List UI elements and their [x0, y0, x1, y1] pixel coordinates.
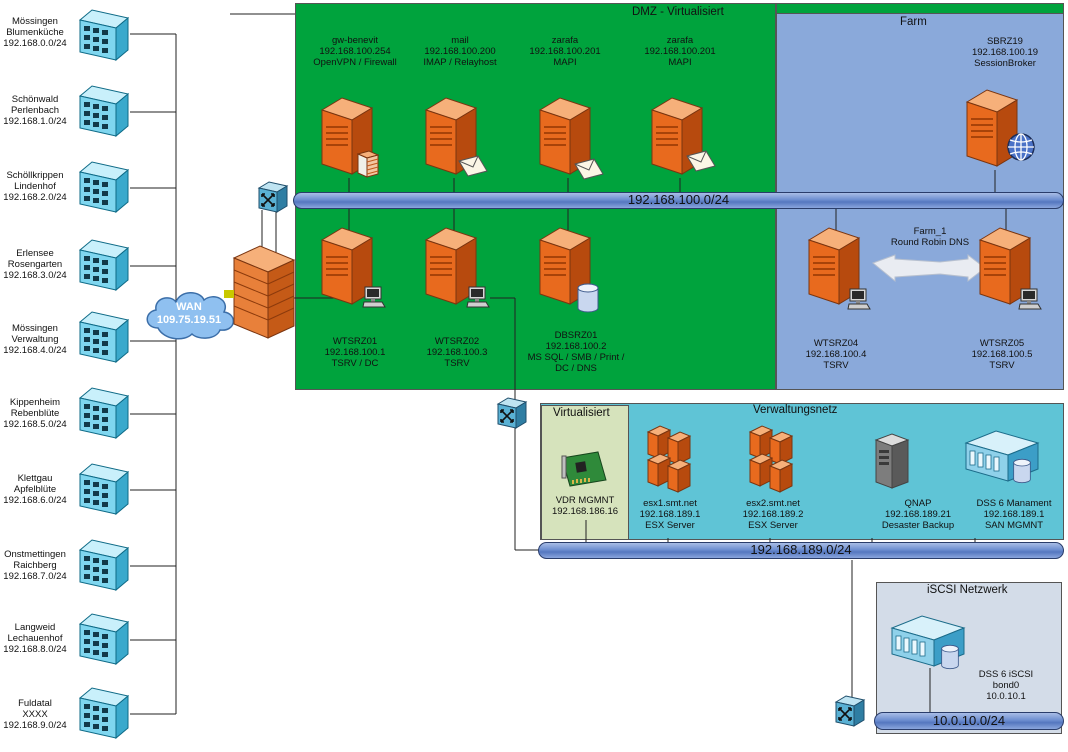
iscsi-backbone: 10.0.10.0/24	[874, 712, 1064, 730]
farm-title: Farm	[900, 16, 927, 28]
firewall-icon	[232, 245, 296, 339]
envelope-icon	[574, 158, 604, 180]
esx-server-icon	[646, 424, 692, 494]
switch-icon	[494, 394, 530, 430]
building-icon	[76, 236, 132, 292]
globe-icon	[1006, 132, 1036, 162]
network-card-icon	[561, 451, 607, 487]
verwaltung-backbone: 192.168.189.0/24	[538, 542, 1064, 559]
switch-icon	[832, 692, 868, 728]
building-icon	[76, 684, 132, 740]
monitor-icon	[362, 286, 386, 308]
database-icon	[940, 644, 960, 670]
iscsi-title: iSCSI Netzwerk	[927, 584, 1008, 596]
monitor-icon	[1018, 288, 1042, 310]
building-icon	[76, 536, 132, 592]
switch-icon	[255, 178, 291, 214]
wan-link	[224, 290, 234, 298]
dmz-backbone: 192.168.100.0/24	[293, 192, 1064, 209]
dmz-zone-top-strip	[776, 3, 1064, 13]
building-icon	[76, 610, 132, 666]
building-icon	[76, 6, 132, 62]
building-icon	[76, 384, 132, 440]
database-icon	[1012, 458, 1032, 484]
nas-icon	[874, 433, 910, 489]
monitor-icon	[847, 288, 871, 310]
building-icon	[76, 158, 132, 214]
firewall-icon	[357, 150, 379, 178]
cloud-icon	[146, 292, 234, 340]
verwaltungsnetz-title: Verwaltungsnetz	[753, 404, 838, 416]
iscsi-network-label: 10.0.10.0/24	[932, 713, 1006, 728]
envelope-icon	[458, 155, 488, 177]
dmz-network-label: 192.168.100.0/24	[627, 192, 730, 207]
building-icon	[76, 82, 132, 138]
esx-server-icon	[748, 424, 794, 494]
verwaltung-network-label: 192.168.189.0/24	[750, 542, 852, 557]
database-icon	[576, 283, 600, 313]
virtualisiert-title: Virtualisiert	[553, 407, 610, 419]
monitor-icon	[466, 286, 490, 308]
round-robin-arrow	[872, 253, 986, 283]
building-icon	[76, 460, 132, 516]
building-icon	[76, 308, 132, 364]
envelope-icon	[686, 150, 716, 172]
dmz-title: DMZ - Virtualisiert	[632, 6, 724, 18]
